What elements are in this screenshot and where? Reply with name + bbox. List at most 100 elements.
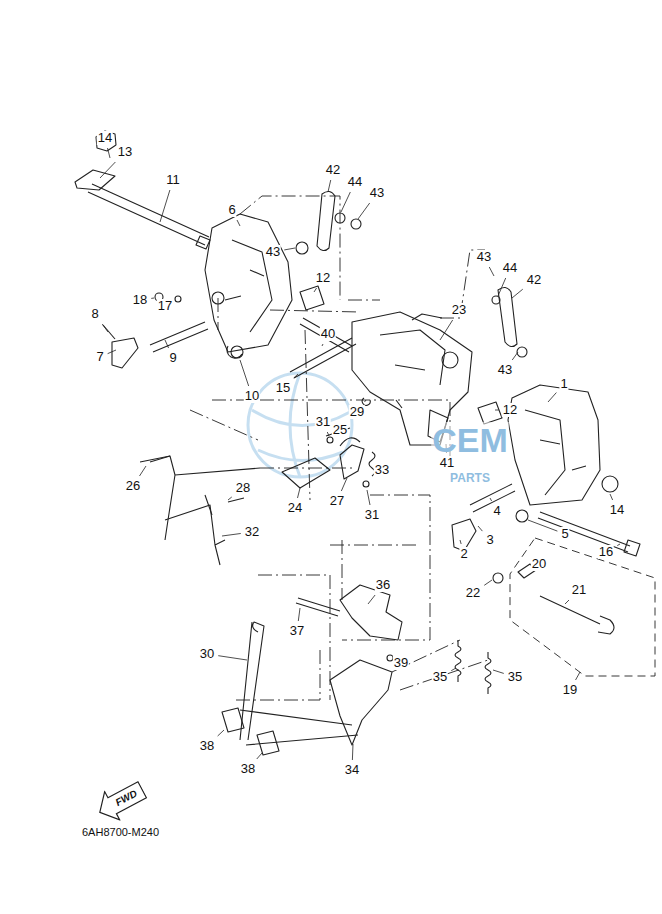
leader-line	[460, 540, 461, 544]
leader-line	[108, 350, 116, 354]
leader-line	[478, 526, 482, 531]
leader-line	[548, 393, 556, 402]
watermark-text: PARTS	[449, 471, 491, 485]
leader-line	[484, 580, 492, 585]
callout-number: 27	[329, 494, 345, 508]
leader-line	[576, 672, 580, 680]
leader-line	[328, 180, 331, 192]
callout-number: 31	[315, 415, 331, 429]
leader-line	[257, 753, 262, 759]
callout-number: 43	[265, 245, 281, 259]
callout-number: 44	[347, 175, 363, 189]
leader-line	[489, 267, 494, 276]
callout-number: 32	[244, 525, 260, 539]
callout-number: 37	[289, 624, 305, 638]
leader-line	[298, 608, 300, 621]
callout-number: 42	[526, 273, 542, 287]
callout-number: 30	[199, 647, 215, 661]
callout-number: 23	[451, 303, 467, 317]
leader-line	[102, 324, 108, 332]
leader-line	[341, 478, 347, 491]
callout-number: 38	[240, 762, 256, 776]
leader-line	[358, 203, 370, 219]
callout-number: 12	[502, 403, 518, 417]
callout-number: 3	[485, 533, 494, 547]
direction-arrow: FWD	[91, 774, 151, 827]
leader-line	[322, 344, 323, 346]
callout-number: 18	[132, 293, 148, 307]
callout-number: 39	[393, 656, 409, 670]
callout-number: 31	[364, 508, 380, 522]
callout-number: 41	[439, 456, 455, 470]
callout-number: 4	[492, 504, 501, 518]
callout-number: 2	[459, 547, 468, 561]
callout-number: 7	[95, 350, 104, 364]
callout-number: 44	[502, 261, 518, 275]
leader-line	[512, 289, 523, 298]
leader-line	[218, 730, 224, 736]
callout-number: 42	[325, 163, 341, 177]
callout-number: 40	[320, 327, 336, 341]
leader-line	[610, 494, 613, 500]
leader-line	[512, 352, 518, 360]
leader-line	[490, 498, 492, 501]
leader-line	[222, 533, 241, 536]
callout-number: 29	[349, 405, 365, 419]
callout-number: 43	[369, 186, 385, 200]
leader-line	[617, 544, 620, 546]
callout-number: 6	[227, 203, 236, 217]
leader-line	[240, 360, 249, 386]
callout-number: 28	[235, 481, 251, 495]
leader-line	[108, 148, 111, 158]
leader-line	[365, 400, 367, 402]
callout-number: 34	[344, 763, 360, 777]
watermark-text: CEM	[431, 422, 509, 458]
leader-line	[228, 497, 232, 500]
callout-number: 43	[476, 250, 492, 264]
figure-code: 6AH8700-M240	[82, 826, 159, 838]
leader-line	[341, 192, 350, 212]
callout-number: 17	[157, 299, 173, 313]
callout-number: 16	[598, 545, 614, 559]
leader-line	[140, 466, 147, 476]
callout-number: 36	[375, 578, 391, 592]
callout-number: 35	[432, 670, 448, 684]
callout-number: 5	[560, 527, 569, 541]
leader-line	[498, 278, 506, 296]
callout-number: 38	[199, 739, 215, 753]
leader-line	[493, 670, 504, 673]
leader-line	[327, 432, 329, 436]
leader-line	[284, 248, 295, 250]
callout-number: 33	[374, 463, 390, 477]
callout-number: 10	[244, 389, 260, 403]
callout-number: 20	[531, 557, 547, 571]
leader-line	[451, 668, 456, 671]
callout-number: 21	[571, 583, 587, 597]
callout-number: 9	[168, 351, 177, 365]
callout-number: 15	[275, 381, 291, 395]
leader-line	[151, 298, 154, 299]
callout-number: 8	[90, 307, 99, 321]
leader-line	[298, 488, 301, 498]
leader-line	[368, 595, 375, 604]
leader-line	[165, 340, 169, 348]
leader-line	[367, 490, 370, 505]
leader-line	[352, 744, 354, 760]
callout-number: 11	[165, 173, 181, 187]
callout-number: 1	[559, 377, 568, 391]
callout-number: 14	[97, 131, 113, 145]
leader-line	[565, 600, 569, 604]
callout-number: 25	[332, 423, 348, 437]
leader-line	[314, 288, 317, 292]
callout-number: 12	[315, 271, 331, 285]
callout-number: 22	[465, 586, 481, 600]
leader-line	[495, 410, 499, 411]
leader-line	[294, 374, 298, 378]
leader-line	[218, 656, 247, 660]
leader-line	[237, 220, 240, 226]
leader-line	[440, 320, 453, 340]
callout-number: 26	[125, 479, 141, 493]
leader-line	[528, 520, 557, 531]
callout-number: 35	[507, 670, 523, 684]
leader-line	[100, 162, 115, 178]
